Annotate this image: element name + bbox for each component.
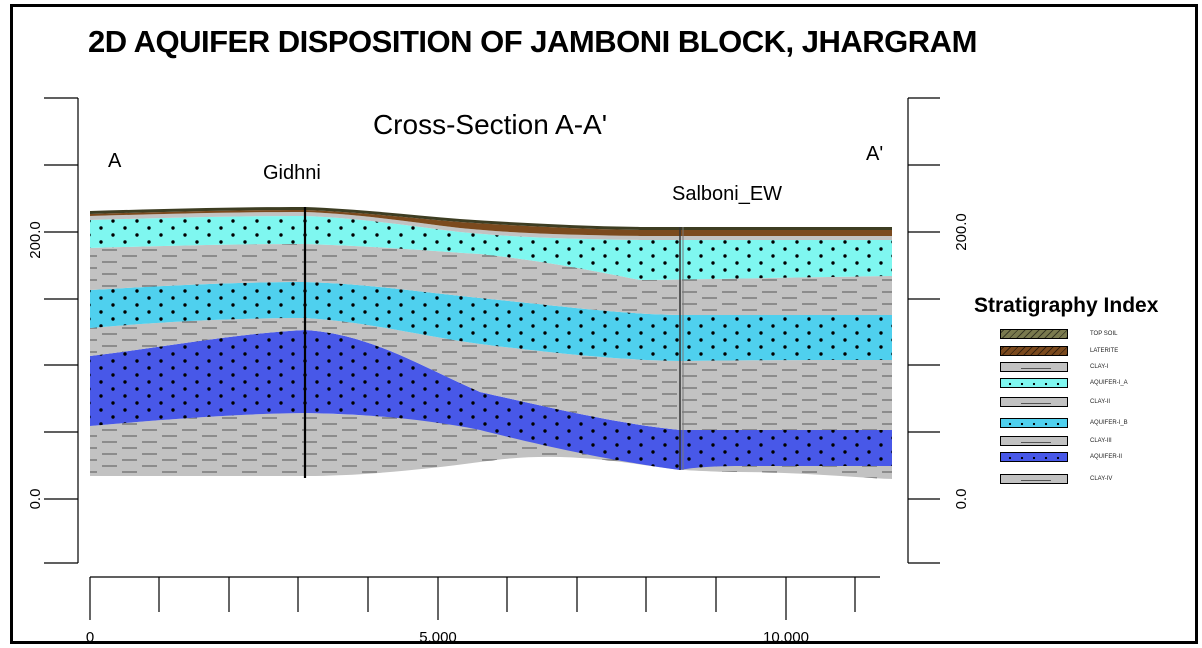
y-tick-label-0-left: 0.0 <box>27 489 44 510</box>
legend-swatch <box>1000 346 1068 356</box>
y-tick-label-0-right: 0.0 <box>953 489 970 510</box>
legend-label: AQUIFER-I_B <box>1090 420 1128 426</box>
section-subtitle: Cross-Section A-A' <box>373 109 607 140</box>
legend-label: LATERITE <box>1090 348 1119 354</box>
legend-swatch <box>1000 418 1068 428</box>
left-axis <box>44 97 79 564</box>
legend-swatch <box>1000 397 1068 407</box>
legend-label: TOP SOIL <box>1090 331 1118 337</box>
layer-clay-i <box>90 212 892 240</box>
legend-swatch <box>1000 474 1068 484</box>
section-end-right-label: A' <box>866 143 883 165</box>
well-label-gidhni: Gidhni <box>263 162 321 184</box>
y-tick-label-200-right: 200.0 <box>953 213 970 251</box>
section-end-left-label: A <box>108 150 122 172</box>
legend-label: CLAY-III <box>1090 438 1112 444</box>
layer-laterite <box>90 210 892 236</box>
legend-label: AQUIFER-I_A <box>1090 380 1128 386</box>
x-tick-label-10000: 10,000 <box>763 629 809 646</box>
legend-label: AQUIFER-II <box>1090 454 1123 460</box>
legend-label: CLAY-I <box>1090 364 1109 370</box>
legend-title: Stratigraphy Index <box>974 294 1159 317</box>
well-label-salboni: Salboni_EW <box>672 183 782 205</box>
legend-swatch <box>1000 378 1068 388</box>
right-axis <box>907 97 940 564</box>
x-tick-label-5000: 5,000 <box>419 629 457 646</box>
legend-label: CLAY-II <box>1090 399 1111 405</box>
layer-top-soil <box>90 207 892 230</box>
main-title: 2D AQUIFER DISPOSITION OF JAMBONI BLOCK,… <box>88 24 977 59</box>
x-tick-label-0: 0 <box>86 629 94 646</box>
bottom-axis <box>89 576 880 620</box>
legend-swatch <box>1000 362 1068 372</box>
legend-label: CLAY-IV <box>1090 476 1113 482</box>
stratigraphic-layers <box>90 207 892 479</box>
legend-swatch <box>1000 329 1068 339</box>
legend-swatch <box>1000 452 1068 462</box>
legend-swatch <box>1000 436 1068 446</box>
y-tick-label-200-left: 200.0 <box>27 221 44 259</box>
